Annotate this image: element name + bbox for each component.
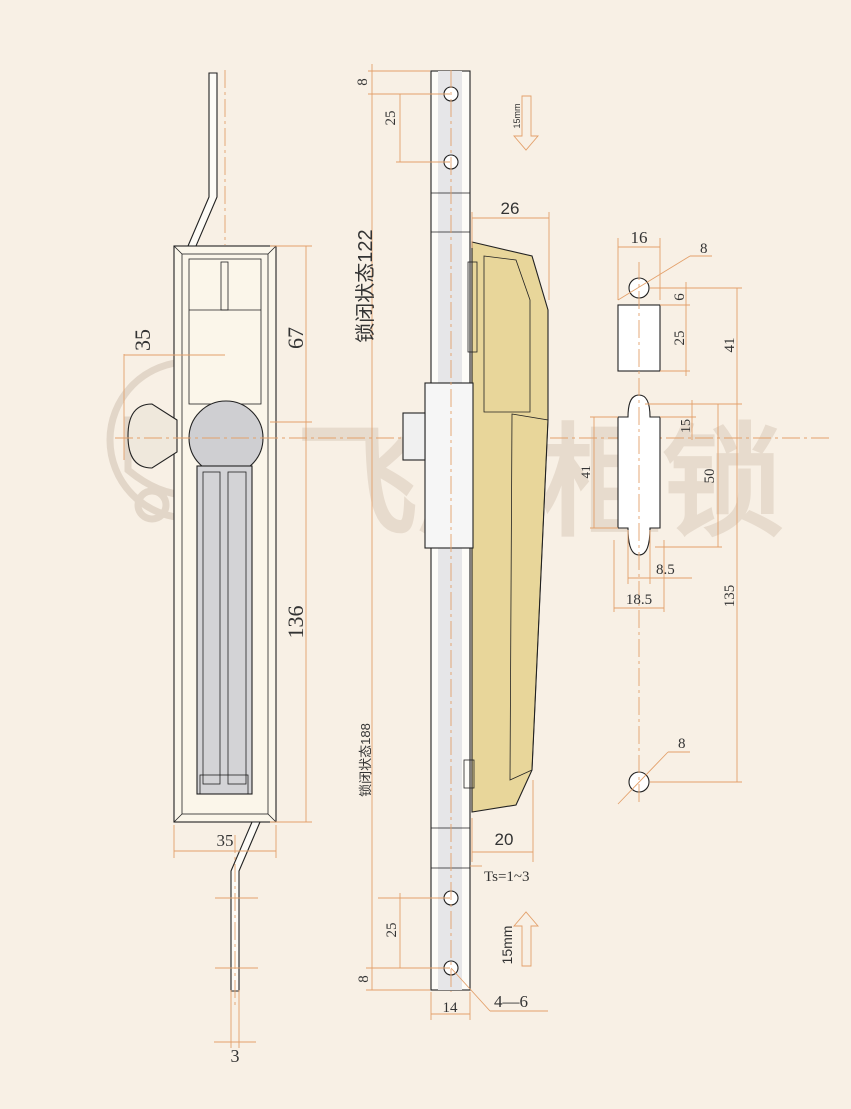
side-dim-top-spacing: 25	[383, 111, 399, 126]
front-dim-upper: 67	[283, 327, 308, 349]
travel-arrow-up	[513, 911, 539, 967]
cutout-dim-inner-height: 41	[578, 466, 593, 479]
cutout-dim-inner-width: 8.5	[656, 562, 675, 578]
cutout-dim-hole-bottom: 8	[678, 736, 686, 752]
side-holes-label: 4—6	[494, 992, 528, 1011]
cutout-dim-total: 135	[722, 585, 738, 608]
side-label-locked-188: 锁闭状态188	[358, 723, 373, 797]
front-view: 35 67 136 35 3	[115, 70, 830, 1066]
cutout-dim-hole-top: 8	[700, 241, 708, 257]
side-ts-label: Ts=1~3	[484, 869, 530, 885]
side-travel-bottom: 15mm	[499, 926, 515, 965]
cutout-dim-outer-height: 50	[702, 469, 718, 484]
top-rod	[187, 72, 218, 247]
side-travel-top: 15mm	[512, 103, 522, 128]
cutout-dim-to-center: 41	[722, 338, 738, 353]
side-lock-housing	[424, 382, 474, 549]
cutout-dim-slot-height: 25	[672, 331, 688, 346]
cutout-dim-width: 16	[631, 228, 648, 247]
release-knob[interactable]	[127, 403, 178, 469]
cutout-view: 16 8 6 25 41 15 50 41 8.5 18.5 135 8	[578, 228, 742, 806]
side-dim-base-depth: 20	[495, 830, 514, 849]
side-dim-top-offset: 8	[355, 78, 371, 86]
side-label-locked-122: 锁闭状态122	[354, 229, 377, 342]
side-dim-bottom-spacing: 25	[384, 923, 400, 938]
side-view: 8 25 15mm 锁闭状态122 锁闭状态188 26 20 Ts=1~3 2…	[354, 64, 550, 1020]
handle-body[interactable]	[196, 465, 253, 795]
cutout-dim-tab: 15	[679, 419, 694, 433]
cutout-dim-outer-width: 18.5	[626, 592, 652, 608]
side-dim-bar-width: 14	[443, 1000, 459, 1016]
front-dim-lower: 136	[283, 606, 308, 639]
side-dim-bottom-offset: 8	[356, 975, 372, 983]
side-dim-handle-depth: 26	[501, 199, 520, 218]
travel-arrow-down	[513, 95, 539, 151]
front-dim-width-top: 35	[130, 329, 155, 351]
side-lock-nut	[402, 412, 426, 461]
front-dim-width-bottom: 35	[217, 831, 234, 850]
cutout-dim-gap: 6	[672, 293, 688, 301]
front-dim-rod: 3	[231, 1046, 240, 1066]
